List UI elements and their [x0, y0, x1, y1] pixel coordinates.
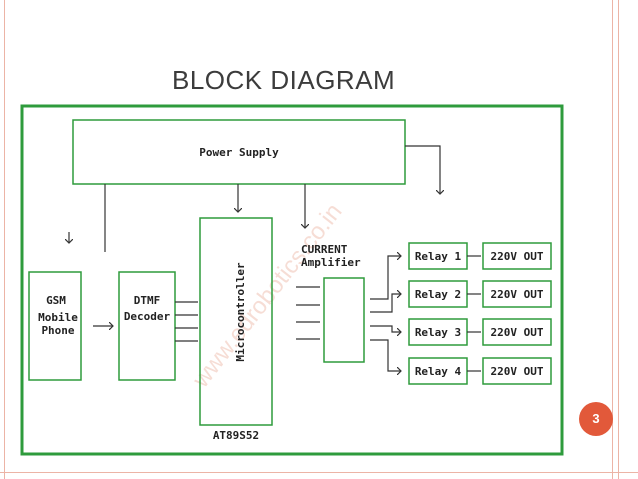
amp-to-relay-3-arrow [370, 325, 401, 332]
power-to-relay-arrow [405, 145, 440, 194]
relay-2-label: Relay 2 [415, 288, 461, 301]
gsm-block [28, 271, 82, 381]
mcu-part-label: AT89S52 [213, 429, 259, 442]
relay-4-label: Relay 4 [415, 365, 462, 378]
gsm-label-line3: Phone [41, 324, 74, 337]
power-supply-block [72, 119, 406, 185]
dtmf-label-line1: DTMF [134, 294, 161, 307]
output-4-block [482, 357, 552, 385]
diagram-frame [20, 104, 564, 456]
gsm-label-line1: GSM [46, 294, 66, 307]
dtmf-label-line2: Decoder [124, 310, 171, 323]
amp-to-relay-4-arrow [370, 339, 401, 371]
current-amplifier-block [323, 277, 365, 363]
output-1-block [482, 242, 552, 270]
microcontroller-block [199, 217, 273, 426]
output-4-label: 220V OUT [491, 365, 544, 378]
relay-3-label: Relay 3 [415, 326, 461, 339]
microcontroller-label: Microcontroller [234, 262, 247, 362]
slide-border-right-outer [612, 0, 613, 479]
output-3-label: 220V OUT [491, 326, 544, 339]
slide-border-bottom [0, 472, 638, 473]
output-3-block [482, 318, 552, 346]
output-2-label: 220V OUT [491, 288, 544, 301]
slide-border-right-inner [618, 0, 619, 479]
current-amplifier-label-line1: CURRENT [301, 243, 348, 256]
amp-to-relay-1-arrow [370, 256, 401, 300]
dtmf-block [118, 271, 176, 381]
relay-1-label: Relay 1 [415, 250, 462, 263]
power-supply-label: Power Supply [199, 146, 279, 159]
block-diagram-svg: www.edrobotics.co.in Power Supply GSM Mo… [20, 104, 564, 456]
current-amplifier-label-line2: Amplifier [301, 256, 361, 269]
output-2-block [482, 280, 552, 308]
page-number-badge: 3 [579, 402, 613, 436]
amp-to-relay-2-arrow [370, 294, 401, 313]
slide-title: BLOCK DIAGRAM [172, 65, 396, 95]
gsm-label-line2: Mobile [38, 311, 78, 324]
slide-border-left [4, 0, 5, 479]
block-diagram: www.edrobotics.co.in Power Supply GSM Mo… [20, 104, 566, 460]
output-1-label: 220V OUT [491, 250, 544, 263]
